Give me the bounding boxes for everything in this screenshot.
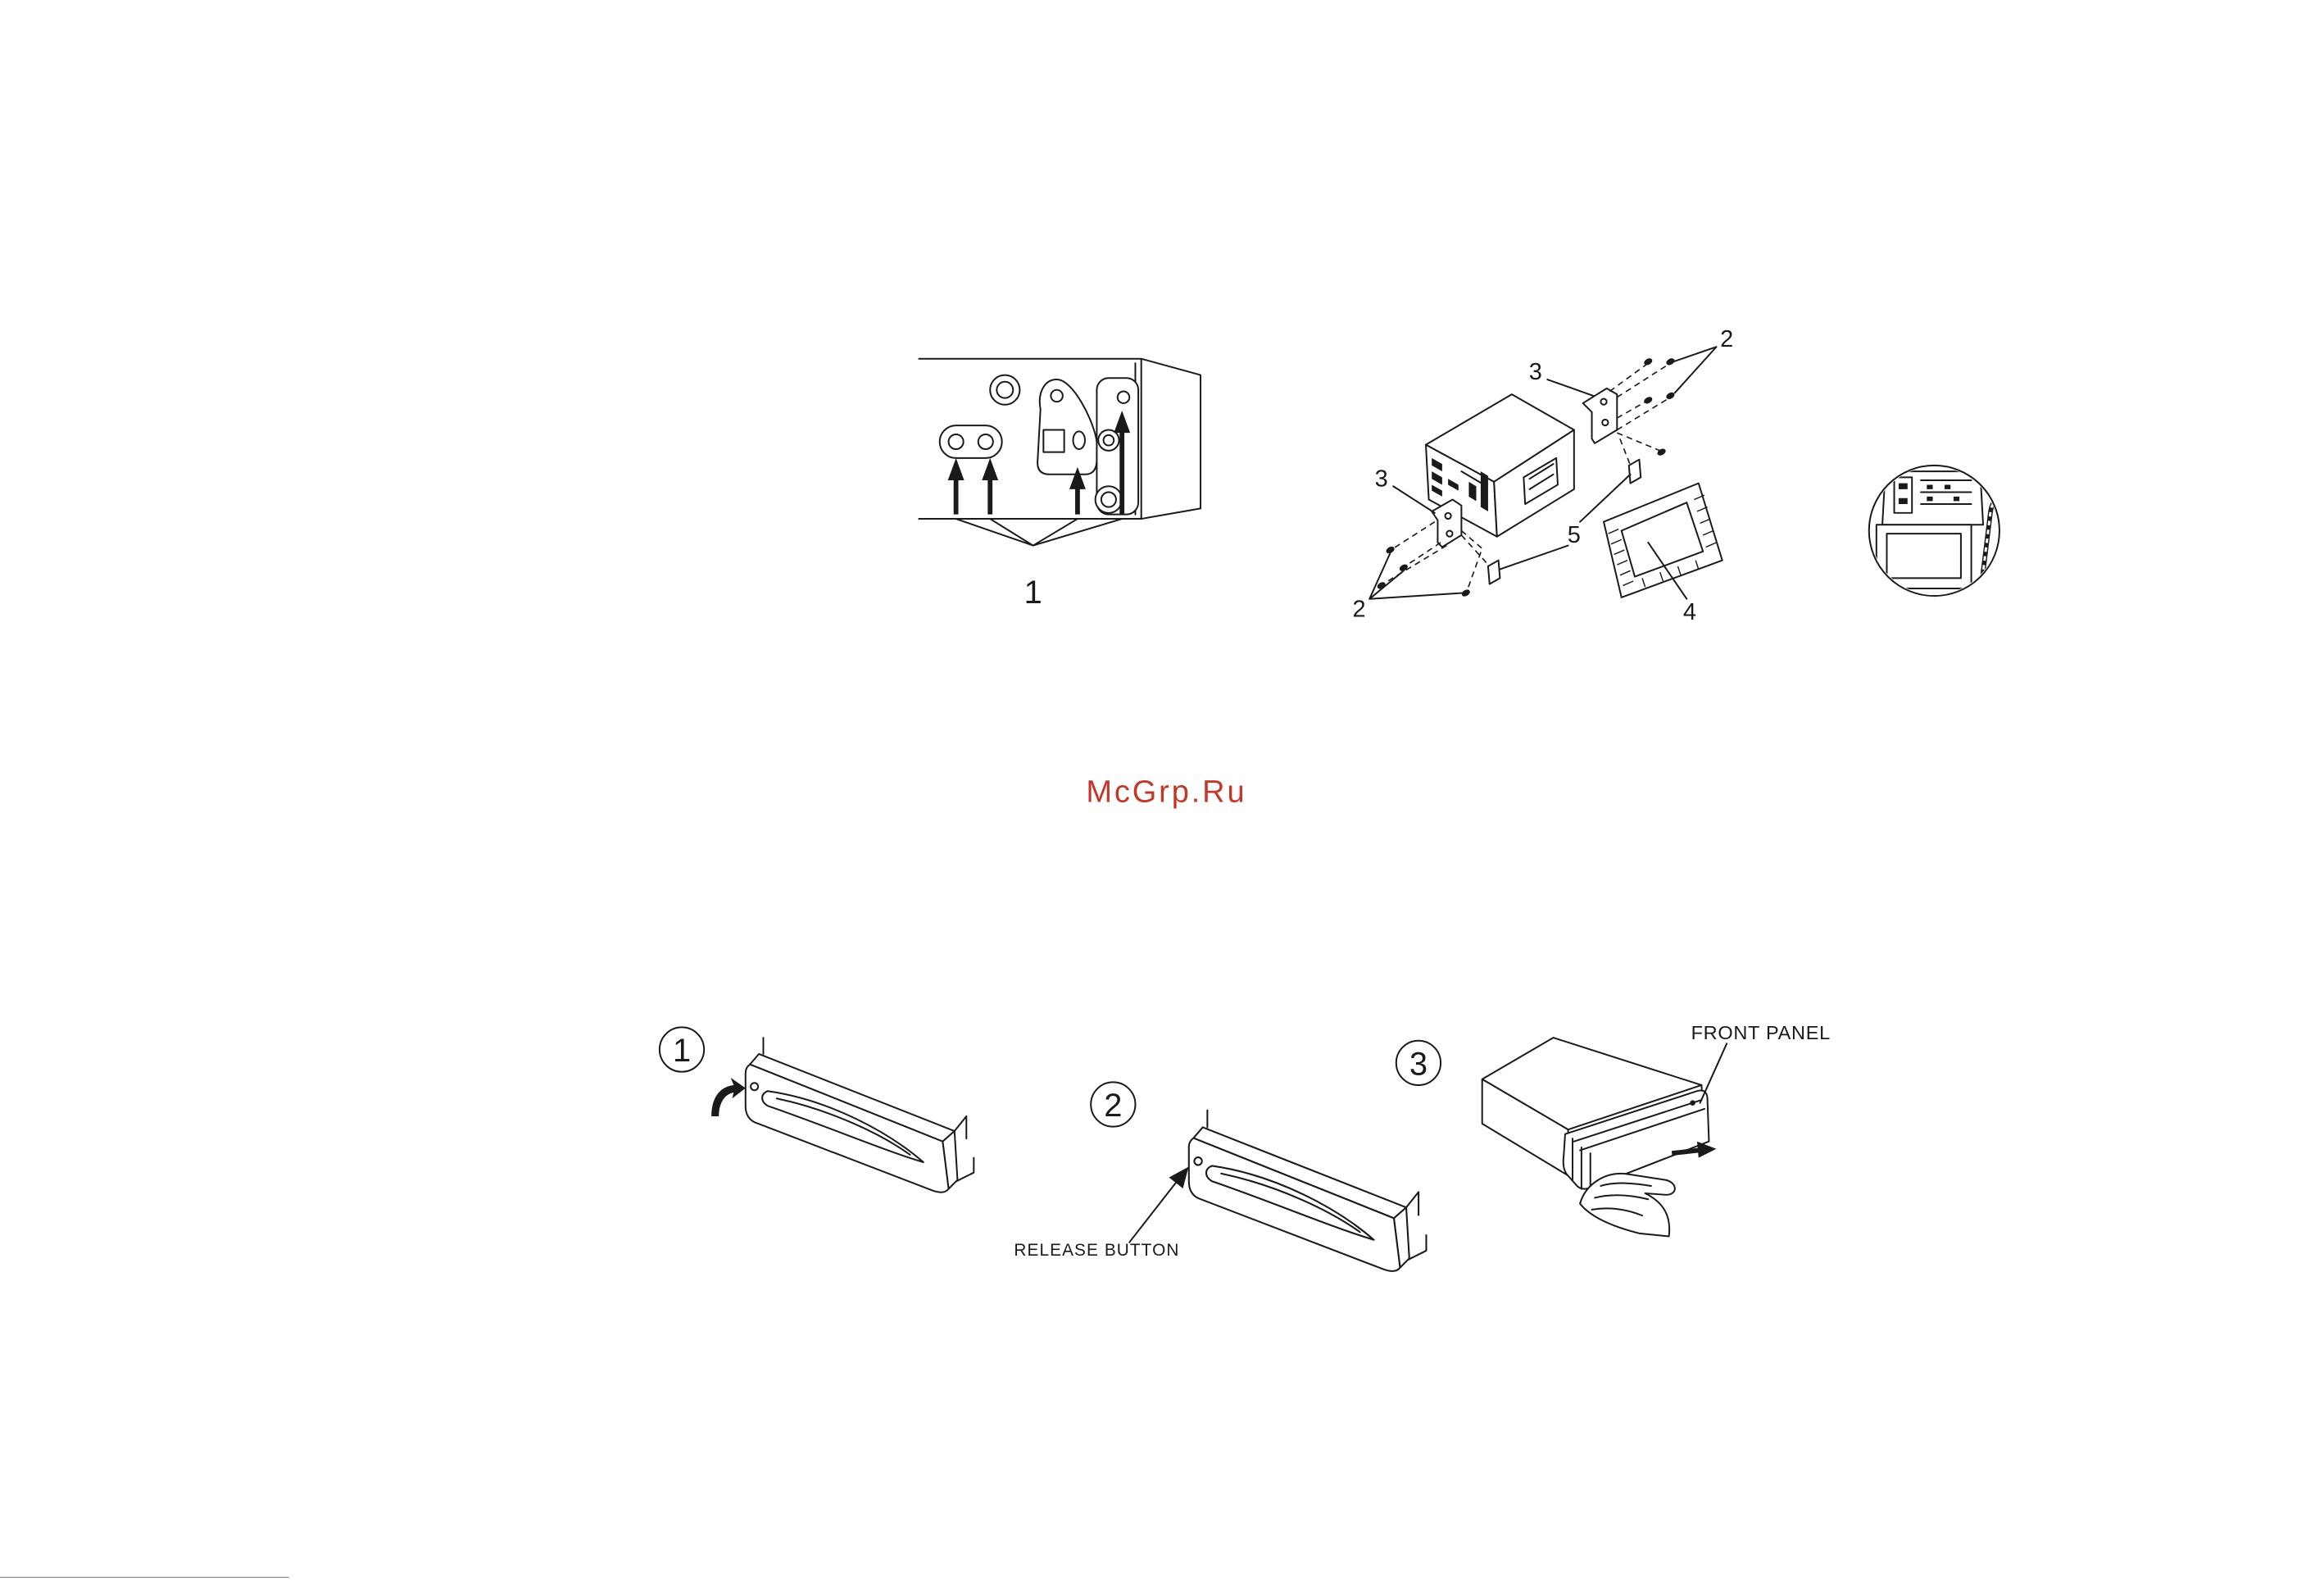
release-button bbox=[1194, 1157, 1201, 1165]
callout-label-screws-lower: 2 bbox=[1353, 596, 1366, 622]
callout-label-trim-frame: 4 bbox=[1683, 599, 1696, 625]
step-number: 1 bbox=[673, 1033, 691, 1069]
release-button-callout: RELEASE BUTTON bbox=[1014, 1241, 1179, 1260]
release-button bbox=[751, 1083, 758, 1090]
round-hole bbox=[990, 375, 1019, 405]
watermark: McGrp.Ru bbox=[1086, 775, 1246, 810]
side-bracket bbox=[1096, 378, 1138, 514]
callout-label-bracket-upper: 3 bbox=[1529, 359, 1542, 385]
front-panel-callout: FRONT PANEL bbox=[1691, 1022, 1831, 1043]
step-number: 3 bbox=[1409, 1046, 1428, 1082]
step-number: 2 bbox=[1104, 1088, 1122, 1124]
callout-label-bracket-left: 3 bbox=[1375, 466, 1388, 492]
callout-label: 1 bbox=[1024, 575, 1042, 611]
callout-label-screws-upper: 2 bbox=[1720, 326, 1733, 352]
slot-hole bbox=[940, 425, 1002, 458]
callout-label-clips: 5 bbox=[1568, 522, 1581, 548]
